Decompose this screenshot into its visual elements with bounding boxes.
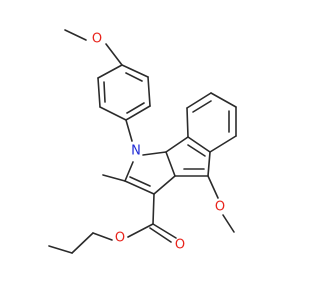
bond-c2-methyl xyxy=(102,174,126,182)
bond-c14-c15 xyxy=(210,92,237,108)
bond-phenyl-2 xyxy=(147,76,151,107)
bond-o-ethyl xyxy=(92,232,113,241)
bond-phenyl-inner-2 xyxy=(126,102,145,114)
bond-phenyl-inner-1 xyxy=(125,72,143,82)
bond-c3-c2 xyxy=(124,180,155,195)
bond-phenyl-6 xyxy=(97,64,123,79)
bond-phenyl-4 xyxy=(99,106,127,121)
bond-carbonyl-oalkoxy xyxy=(127,223,154,238)
bond-methyl-o-top xyxy=(64,29,87,41)
bond-ethyl-end xyxy=(48,245,73,254)
oxygen-label-ester-carbonyl: O xyxy=(175,238,185,253)
bond-c10-c11-double xyxy=(187,144,206,157)
oxygen-label-methoxy-right: O xyxy=(215,200,225,215)
bond-c10-c11 xyxy=(187,136,211,153)
bond-c11-c12 xyxy=(207,151,211,177)
bond-n-phenyl xyxy=(125,119,133,142)
oxygen-label-ester-alkoxy: O xyxy=(115,231,125,246)
bond-phenyl-3 xyxy=(125,105,151,121)
bond-phenyl-inner-3 xyxy=(103,81,106,103)
bond-carbonyl-o-double xyxy=(149,227,172,243)
bond-c16-c11 xyxy=(209,135,237,153)
nitrogen-label-indole: N xyxy=(131,144,141,159)
bonds xyxy=(48,29,237,254)
molecule-structure: O N O O O xyxy=(0,0,300,300)
bond-phenyl-1 xyxy=(121,64,149,78)
bond-c13-c14 xyxy=(186,92,212,109)
background xyxy=(0,0,300,300)
bond-c10-c13 xyxy=(186,107,189,138)
bond-c9-c3 xyxy=(153,175,176,195)
bond-o-aryl-top xyxy=(105,43,123,66)
bond-n-c8 xyxy=(142,151,167,156)
bond-phenyl-5 xyxy=(97,77,101,108)
bond-c8-c9 xyxy=(165,151,176,177)
bond-o-methyl-right xyxy=(222,214,235,233)
bond-c2-n xyxy=(124,161,134,182)
bond-ethyl xyxy=(71,232,94,254)
structure-canvas: O N O O O xyxy=(0,0,300,300)
bond-c12-o xyxy=(207,175,219,199)
bond-carbonyl-o xyxy=(152,223,177,239)
bond-c13-c14-double xyxy=(192,100,212,113)
oxygen-label-methoxy-top: O xyxy=(92,32,102,47)
bond-c3-carbonyl xyxy=(152,193,155,225)
bond-c8-c10 xyxy=(165,136,189,153)
bond-c3-c2-double xyxy=(129,176,151,187)
atom-labels: O N O O O xyxy=(92,32,225,253)
